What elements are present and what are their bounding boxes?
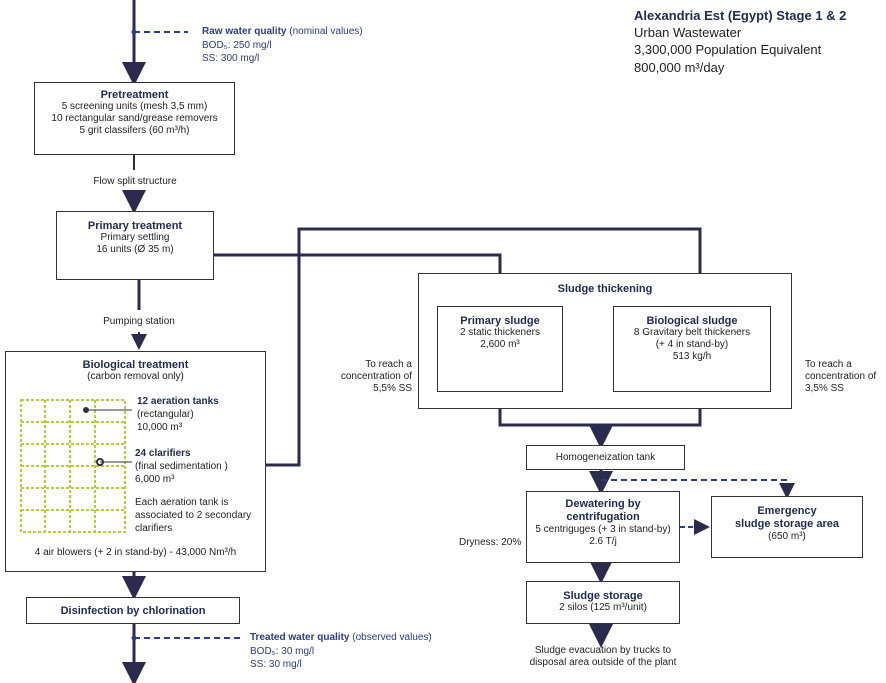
pretreatment-line: 5 screening units (mesh 3,5 mm) [61, 101, 208, 112]
aeration-line: (rectangular) [137, 409, 194, 420]
bio-title: Biological treatment [82, 359, 189, 371]
treated-bod: BOD₅: 30 mg/l [250, 646, 315, 657]
dewatering-line: 5 centriguges (+ 3 in stand-by) [535, 524, 671, 535]
bio-sludge-line: (+ 4 in stand-by) [655, 339, 729, 350]
clarifiers-line: (final sedimentation ) [135, 461, 228, 472]
bio-note: Each aeration tank is [135, 497, 229, 508]
plant-flow: 800,000 m³/day [634, 60, 725, 75]
primary-sludge-line: 2 static thickeners [459, 327, 541, 338]
raw-bod: BOD₅: 250 mg/l [202, 40, 272, 51]
emergency-title: Emergency [757, 505, 817, 517]
clarifiers-title: 24 clarifiers [135, 448, 191, 459]
flow-split-label: Flow split structure [93, 176, 177, 187]
dewatering-title: Dewatering by [565, 498, 641, 510]
emergency-line: (650 m³) [768, 531, 806, 542]
homogeneization-box: Homogeneization tank [526, 445, 685, 470]
primary-sludge-title: Primary sludge [460, 315, 540, 327]
aeration-title: 12 aeration tanks [137, 396, 219, 407]
bio-sludge-line: 513 kg/h [672, 351, 712, 362]
sludge-storage-box: Sludge storage 2 silos (125 m³/unit) [526, 581, 680, 624]
evacuation-label: Sludge evacuation by trucks to disposal … [529, 645, 677, 668]
emergency-storage-box: Emergency sludge storage area (650 m³) [711, 496, 863, 558]
treated-ss: SS: 30 mg/l [250, 659, 302, 670]
primary-line: Primary settling [100, 232, 170, 243]
plant-title: Alexandria Est (Egypt) Stage 1 & 2 [634, 8, 847, 23]
biological-sludge-box: Biological sludge 8 Gravitary belt thick… [613, 306, 771, 392]
primary-line: 16 units (Ø 35 m) [96, 244, 174, 255]
disinfection-title: Disinfection by chlorination [60, 605, 206, 617]
bio-sludge-line: 8 Gravitary belt thickeners [633, 327, 751, 338]
dewatering-box: Dewatering by centrifugation 5 centrigug… [526, 491, 680, 563]
pumping-station-label: Pumping station [103, 316, 175, 327]
storage-line: 2 silos (125 m³/unit) [559, 602, 647, 613]
raw-ss: SS: 300 mg/l [202, 53, 260, 64]
dryness-label: Dryness: 20% [459, 537, 522, 548]
dewatering-title: centrifugation [566, 511, 640, 523]
homogen-title: Homogeneization tank [555, 452, 656, 463]
blowers-line: 4 air blowers (+ 2 in stand-by) - 43,000… [34, 547, 237, 558]
reach-right: To reach a concentration of 3,5% SS [805, 359, 877, 394]
pretreatment-line: 10 rectangular sand/grease removers [51, 113, 218, 124]
storage-title: Sludge storage [563, 590, 643, 602]
reach-left: To reach a concentration of 5,5% SS [340, 359, 412, 394]
bio-sludge-title: Biological sludge [646, 315, 738, 327]
dewatering-line: 2.6 T/j [589, 536, 617, 547]
bio-subtitle: (carbon removal only) [87, 371, 184, 382]
raw-water-quality: Raw water quality (nominal values) [202, 26, 363, 37]
disinfection-box: Disinfection by chlorination [26, 597, 240, 624]
primary-sludge-line: 2,600 m³ [480, 339, 520, 350]
tank-pointers [83, 407, 132, 466]
pretreatment-box: Pretreatment 5 screening units (mesh 3,5… [34, 82, 235, 155]
plant-population: 3,300,000 Population Equivalent [634, 42, 822, 57]
primary-title: Primary treatment [87, 220, 183, 232]
thickening-title: Sludge thickening [557, 283, 653, 295]
tank-grid-icon [20, 399, 126, 533]
primary-treatment-box: Primary treatment Primary settling 16 un… [56, 211, 214, 280]
aeration-line: 10,000 m³ [137, 422, 183, 433]
primary-sludge-box: Primary sludge 2 static thickeners 2,600… [437, 306, 563, 392]
biological-treatment-box: Biological treatment (carbon removal onl… [5, 351, 266, 572]
emergency-title: sludge storage area [735, 518, 839, 530]
pretreatment-title: Pretreatment [100, 89, 169, 101]
bio-note: associated to 2 secondary [135, 510, 252, 521]
bio-note: clarifiers [135, 523, 173, 534]
clarifiers-line: 6,000 m³ [135, 474, 175, 485]
pretreatment-line: 5 grit classifers (60 m³/h) [79, 125, 190, 136]
plant-type: Urban Wastewater [634, 25, 742, 40]
treated-water-quality: Treated water quality (observed values) [250, 632, 432, 643]
